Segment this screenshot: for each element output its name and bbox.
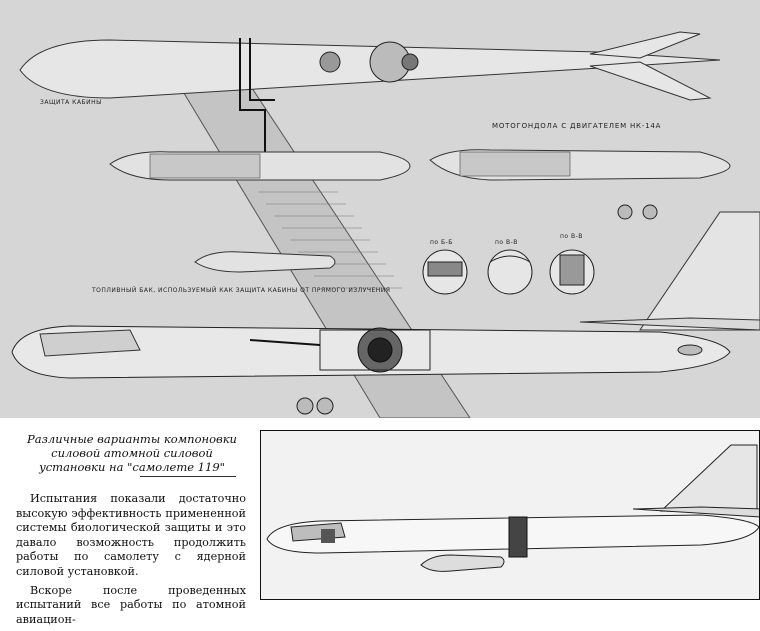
- label-section-bb: по Б-Б: [430, 239, 453, 246]
- label-engine-nacelle: МОТОГОНДОЛА С ДВИГАТЕЛЕМ НК-14А: [492, 122, 661, 130]
- label-section-vv: по В-В: [495, 239, 518, 246]
- paragraph-2: Вскоре после проведенных испытаний все р…: [16, 583, 246, 626]
- label-shield-cabin: ЗАЩИТА КАБИНЫ: [40, 99, 102, 106]
- label-section-vv-2: по В-В: [560, 233, 583, 240]
- caption-divider: [140, 476, 236, 477]
- engine-nacelle-left: [109, 151, 411, 181]
- article-body: Испытания показали достаточно высокую эф…: [16, 492, 246, 631]
- engine-nacelle-right: [429, 149, 731, 181]
- label-fuel-tank: ТОПЛИВНЫЙ БАК, ИСПОЛЬЗУЕМЫЙ КАК ЗАЩИТА К…: [91, 287, 390, 294]
- top-fuselage-view: [19, 31, 721, 160]
- cross-sections: [422, 249, 595, 295]
- side-fuselage-view: [11, 325, 731, 379]
- aircraft-layout-drawing: ЗАЩИТА КАБИНЫ МОТОГОНДОЛА С ДВИГАТЕЛЕМ Н…: [0, 0, 760, 418]
- figure-caption: Различные варианты компоновки силовой ат…: [27, 432, 237, 474]
- label-fuel-tank-text: ТОПЛИВНЫЙ БАК, ИСПОЛЬЗУЕМЫЙ КАК ЗАЩИТА К…: [91, 287, 390, 294]
- paragraph-1: Испытания показали достаточно высокую эф…: [16, 492, 246, 578]
- aircraft-side-photo: [260, 430, 760, 600]
